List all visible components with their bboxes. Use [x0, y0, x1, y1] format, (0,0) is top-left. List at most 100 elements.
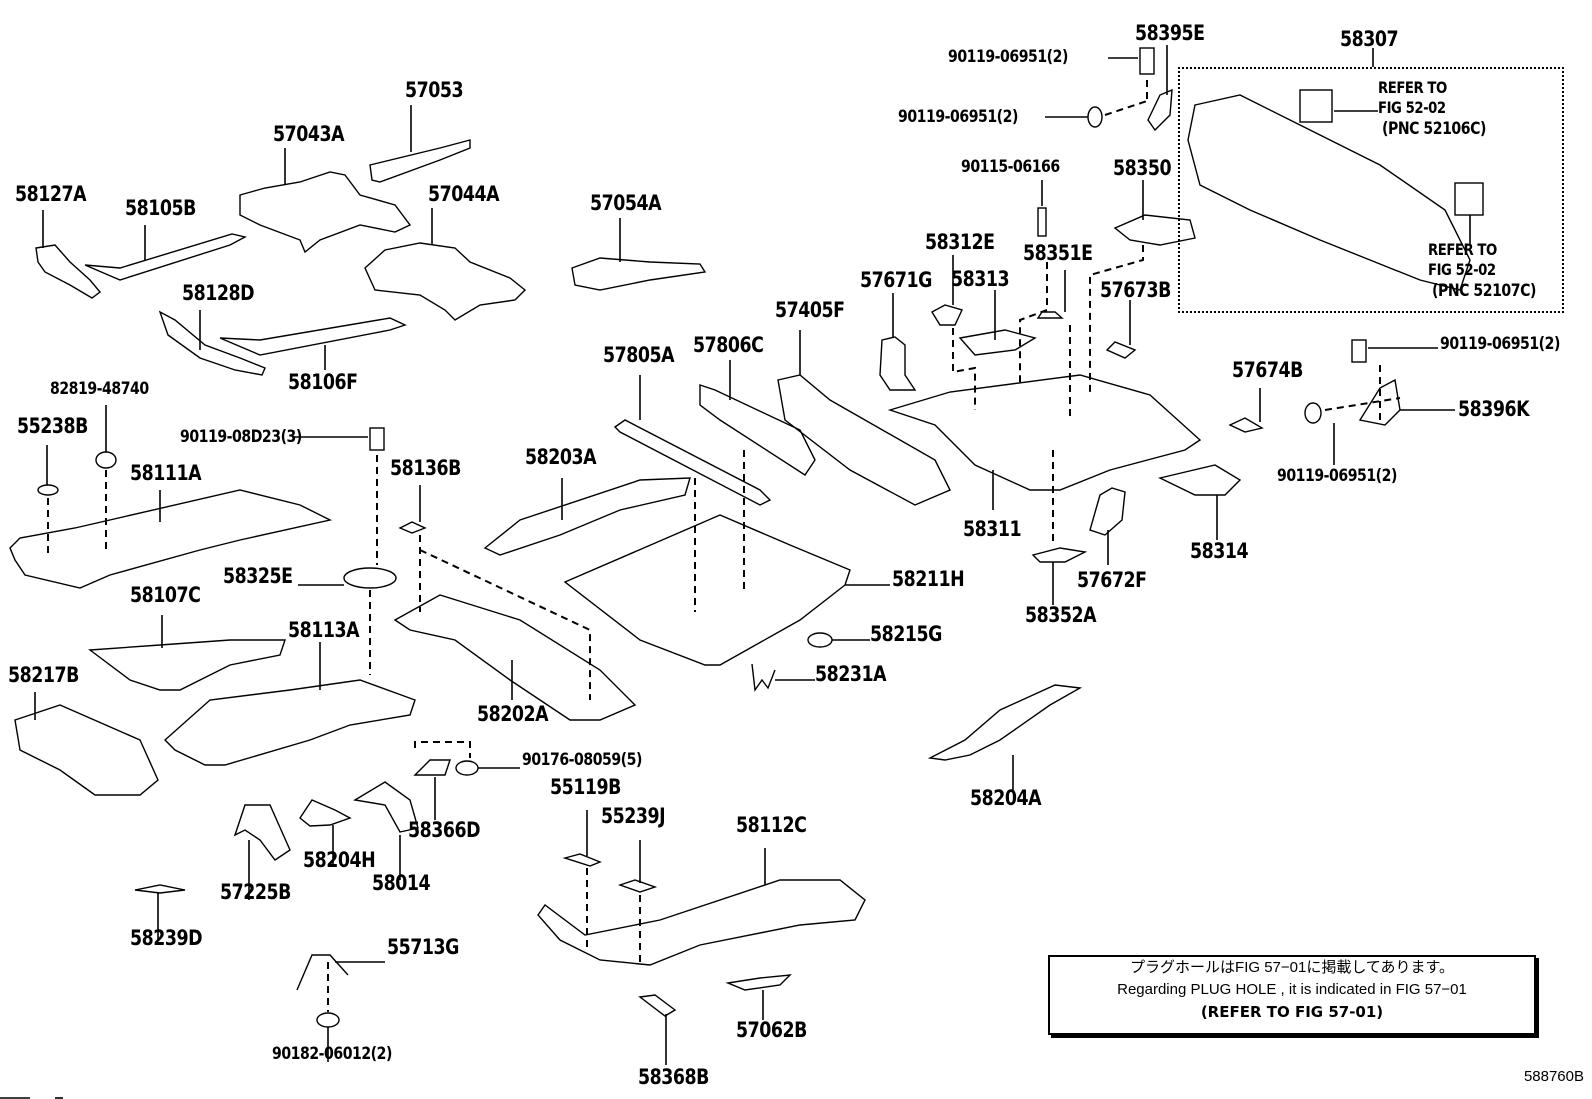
part-57225B-drawing	[233, 804, 291, 861]
part-label[interactable]: 58128D	[182, 281, 255, 305]
part-label[interactable]: 57672F	[1077, 568, 1147, 592]
part-label[interactable]: 58112C	[736, 813, 807, 837]
part-label[interactable]: 58211H	[892, 567, 965, 591]
part-label[interactable]: 90182-06012(2)	[272, 1044, 392, 1064]
part-58203A-drawing	[483, 477, 691, 556]
part-57043A-drawing	[239, 171, 412, 254]
part-label[interactable]: 58204H	[303, 848, 376, 872]
part-57673B-drawing	[1105, 341, 1137, 359]
part-57405F-drawing	[777, 374, 951, 506]
part-label[interactable]: 58368B	[638, 1065, 709, 1089]
part-label[interactable]: 58113A	[288, 618, 360, 642]
part-label[interactable]: 55239J	[601, 804, 666, 828]
part-label[interactable]: 90176-08059(5)	[522, 750, 642, 770]
part-label[interactable]: 58215G	[870, 622, 942, 646]
part-57671G-drawing	[879, 336, 917, 391]
part-label[interactable]: 55119B	[550, 775, 621, 799]
part-90176-08059-drawing	[455, 760, 479, 776]
part-label[interactable]: 90119-08D23(3)	[180, 427, 302, 447]
part-58014-drawing	[353, 781, 419, 833]
part-label[interactable]: 58239D	[130, 926, 203, 950]
part-58105B-drawing	[84, 233, 247, 281]
part-label[interactable]: 57062B	[736, 1018, 807, 1042]
part-label[interactable]: 57805A	[603, 343, 675, 367]
part-label[interactable]: 58313	[951, 267, 1010, 291]
part-58350-drawing	[1113, 214, 1196, 246]
part-label[interactable]: 90119-06951(2)	[898, 107, 1018, 127]
part-label[interactable]: 82819-48740	[50, 379, 149, 399]
part-55119B-drawing	[562, 853, 602, 867]
part-label[interactable]: 58107C	[130, 583, 201, 607]
part-58106F-drawing	[219, 317, 407, 356]
part-label[interactable]: 58314	[1190, 539, 1249, 563]
part-label[interactable]: 58111A	[130, 461, 202, 485]
part-label[interactable]: 57054A	[590, 191, 662, 215]
part-label[interactable]: 58136B	[390, 456, 461, 480]
part-label[interactable]: 55713G	[387, 935, 459, 959]
part-58107C-drawing	[88, 639, 286, 691]
part-58113A-drawing	[163, 679, 416, 766]
part-label[interactable]: 58366D	[408, 818, 481, 842]
part-58215G-drawing	[807, 632, 833, 648]
part-55238B-drawing	[37, 484, 59, 496]
part-90115-06166-drawing	[1037, 207, 1047, 237]
note-japanese: プラグホールはFIG 57−01に掲載してあります。	[1130, 959, 1454, 976]
part-58368B-drawing	[638, 994, 677, 1017]
part-58217B-drawing	[14, 704, 159, 796]
part-label[interactable]: 57806C	[693, 333, 764, 357]
part-label[interactable]: 58352A	[1025, 603, 1097, 627]
part-52106C-drawing	[1299, 89, 1333, 123]
part-label[interactable]: 58312E	[925, 230, 995, 254]
part-label[interactable]: 58351E	[1023, 241, 1093, 265]
part-58111A-drawing	[9, 489, 333, 589]
part-label[interactable]: 57043A	[273, 122, 345, 146]
part-57044A-drawing	[364, 242, 527, 321]
part-58202A-drawing	[393, 594, 637, 721]
part-58128D-drawing	[158, 310, 266, 376]
part-label[interactable]: 58311	[963, 517, 1022, 541]
part-58127A-drawing	[35, 244, 102, 299]
part-label[interactable]: 57405F	[775, 298, 845, 322]
part-label[interactable]: 55238B	[17, 414, 88, 438]
part-label[interactable]: 90115-06166	[961, 157, 1060, 177]
refer-text-line2: FIG 52-02	[1428, 260, 1496, 279]
part-label[interactable]: 58204A	[970, 786, 1042, 810]
part-label[interactable]: 58350	[1113, 156, 1172, 180]
part-58396K-drawing	[1358, 378, 1401, 426]
note-english: Regarding PLUG HOLE , it is indicated in…	[1117, 981, 1467, 998]
part-label[interactable]: 57053	[405, 78, 464, 102]
part-label[interactable]: 58217B	[8, 663, 79, 687]
part-57054A-drawing	[571, 257, 707, 291]
part-label[interactable]: 57044A	[428, 182, 500, 206]
part-label[interactable]: 58325E	[223, 564, 293, 588]
part-label[interactable]: 90119-06951(2)	[1277, 466, 1397, 486]
part-label[interactable]: 58105B	[125, 196, 196, 220]
part-label[interactable]: 57673B	[1100, 278, 1171, 302]
part-90119-06951-side-drawing	[1087, 106, 1103, 128]
part-label[interactable]: 57671G	[860, 268, 932, 292]
part-label[interactable]: 57225B	[220, 880, 291, 904]
part-label[interactable]: 57674B	[1232, 358, 1303, 382]
part-label[interactable]: 58014	[372, 871, 431, 895]
part-58204H-drawing	[299, 799, 352, 827]
part-label[interactable]: 58307	[1340, 27, 1399, 51]
part-90119-06951-right-top-drawing	[1351, 339, 1367, 363]
part-label[interactable]: 58106F	[288, 370, 358, 394]
part-58325E-drawing	[343, 567, 397, 589]
part-57806C-drawing	[699, 384, 816, 476]
part-label[interactable]: 58396K	[1458, 397, 1530, 421]
part-label[interactable]: 58231A	[815, 662, 887, 686]
part-label[interactable]: 58127A	[15, 182, 87, 206]
part-58307-drawing	[1187, 94, 1471, 291]
refer-text-line1: REFER TO	[1428, 240, 1497, 259]
part-58312E-drawing	[931, 304, 963, 326]
part-label[interactable]: 58395E	[1135, 21, 1205, 45]
part-57805A-drawing	[613, 419, 772, 506]
part-label[interactable]: 90119-06951(2)	[948, 47, 1068, 67]
part-57053-drawing	[369, 139, 471, 183]
part-label[interactable]: 58202A	[477, 702, 549, 726]
part-label[interactable]: 58203A	[525, 445, 597, 469]
part-58239D-drawing	[134, 884, 186, 894]
part-label[interactable]: 90119-06951(2)	[1440, 334, 1560, 354]
